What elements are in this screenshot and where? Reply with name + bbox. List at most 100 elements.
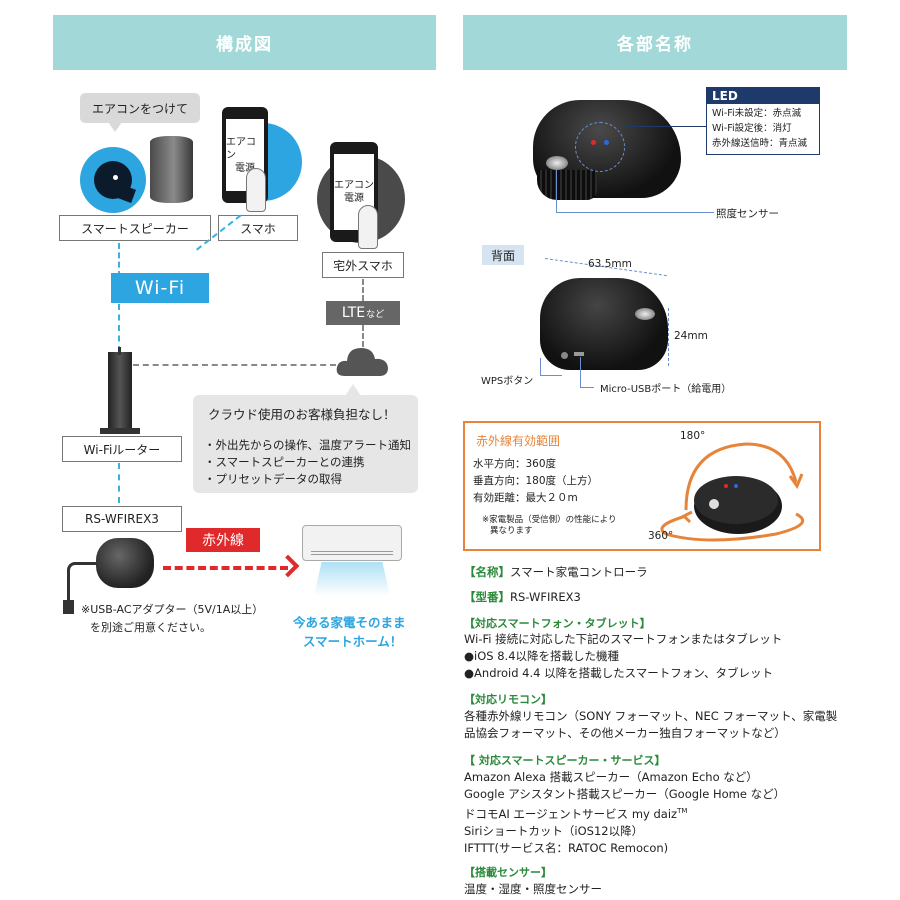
speaker-support-line: ドコモAI エージェントサービス my daiz [464,806,678,821]
spec-model-title: 【型番】 [464,590,510,604]
light-sensor-callout-line-h [556,212,714,213]
sensors-value: 温度・湿度・照度センサー [464,882,602,896]
router-label: Wi-Fiルーター [62,436,182,462]
led-callout-line [626,126,707,127]
smart-speaker-circle-icon [80,147,146,213]
ir-label-text: 赤外線 [202,533,244,549]
lte-label-text: LTE [341,305,366,321]
light-sensor-callout-line-v [556,170,557,212]
device-front-side [537,170,597,200]
device-model-label-text: RS-WFIREX3 [85,512,159,526]
led-blue-dot [604,140,609,145]
ir-range-line: 水平方向：360度 [473,458,557,470]
cloud-icon [336,348,388,376]
router-to-cloud-line [133,364,336,366]
cloud-info-box [193,395,418,493]
smart-speaker-cylinder-icon [150,136,193,203]
ir-range-note-line: ※家電製品（受信側）の性能により [482,515,617,525]
phone-support-title: 【対応スマートフォン・タブレット】 [464,617,651,630]
speaker-support-line-docomo: ドコモAI エージェントサービス my daizTM [464,803,785,823]
speaker-support-line: Siriショートカット（iOS12以降） [464,823,644,838]
lte-line-bottom [362,325,364,347]
remote-phone-icon: エアコン 電源 [330,142,378,242]
phone-support-line: ●Android 4.4 以降を搭載したスマートフォン、タブレット [464,666,774,680]
remote-phone-label: 宅外スマホ [322,252,404,278]
wps-button-dot [561,352,568,359]
usb-cable [67,562,101,602]
spec-name-value: スマート家電コントローラ [510,565,648,579]
remote-support-line: 各種赤外線リモコン（SONY フォーマット、NEC フォーマット、家電製 [464,709,838,723]
wifi-label-text: Wi-Fi [134,277,186,299]
router-label-text: Wi-Fiルーター [83,442,161,457]
back-label-text: 背面 [490,248,515,263]
remote-phone-screen-line1: エアコン [334,180,374,191]
cloud-info-title: クラウド使用のお客様負担なし！ [208,407,396,422]
router-to-device-line [118,463,120,503]
device-back-image [540,278,668,370]
smartphone-icon: エアコン 電源 [222,107,268,203]
ir-range-list: 水平方向：360度 垂直方向：180度（上方） 有効距離：最大２０m [473,456,598,507]
speech-bubble-text: エアコンをつけて [91,101,188,116]
height-dim-label: 24mm [674,330,708,342]
smart-speaker-label-text: スマートスピーカー [81,221,189,236]
finger-icon [246,168,266,212]
remote-support-list: 各種赤外線リモコン（SONY フォーマット、NEC フォーマット、家電製 品協会… [464,708,837,742]
led-red-dot [591,140,596,145]
ir-range-line: 有効距離：最大２０m [473,492,578,504]
cloud-info-item: ・外出先からの操作、温度アラート通知 [204,438,411,452]
cloud-info-item: ・スマートスピーカーとの連携 [204,455,365,469]
device-model-label: RS-WFIREX3 [62,506,182,532]
trademark-mark: TM [677,807,688,815]
ir-range-angle-top: 180° [680,430,706,442]
ir-arrow-head-icon [276,554,300,578]
remote-support-title: 【対応リモコン】 [464,693,552,706]
ir-label-box: 赤外線 [186,528,260,552]
led-info-line: Wi-Fi設定後：消灯 [712,123,792,134]
led-info-line: Wi-Fi未設定：赤点滅 [712,108,802,119]
cloud-info-tail [345,384,361,396]
ir-range-line: 垂直方向：180度（上方） [473,475,599,487]
part-names-header: 各部名称 [463,15,847,70]
smartphone-label: スマホ [218,215,298,241]
ir-range-angle-side: 360° [648,530,674,542]
cloud-info-list: ・外出先からの操作、温度アラート通知 ・スマートスピーカーとの連携 ・プリセット… [204,437,411,488]
usb-callout-line [580,357,581,387]
usb-callout-line-h [580,387,594,388]
ir-range-title: 赤外線有効範囲 [476,434,561,448]
back-label-box: 背面 [482,245,524,265]
speech-bubble: エアコンをつけて [80,93,200,123]
smartphone-label-text: スマホ [240,221,276,236]
width-dim-label: 63.5mm [588,258,632,270]
height-dim-line [668,308,669,366]
air-conditioner-icon [302,525,402,561]
speaker-support-line: Google アシスタント搭載スピーカー（Google Home など） [464,787,786,801]
phone-screen-line2: 電源 [235,162,255,174]
router-base [100,428,140,434]
wifi-label-box: Wi-Fi [111,273,209,303]
speaker-support-title: 【 対応スマートスピーカー・サービス】 [464,754,666,767]
led-info-line: 赤外線送信時：青点滅 [712,138,808,149]
adapter-note-line1: ※USB-ACアダプター（5V/1A以上） [81,603,264,616]
wifi-line-router [118,304,120,352]
router-antenna [118,347,121,355]
phone-support-line: ●iOS 8.4以降を搭載した機種 [464,649,620,663]
spec-model-row: 【型番】RS-WFIREX3 [464,589,581,605]
phone-support-line: Wi-Fi 接続に対応した下記のスマートフォンまたはタブレット [464,632,783,646]
config-diagram-header: 構成図 [53,15,436,70]
led-highlight-circle [575,122,625,172]
speaker-support-line: IFTTT(サービス名：RATOC Remocon) [464,840,669,855]
ir-arrow-line [163,566,288,570]
wps-callout-line [540,358,562,376]
smart-speaker-label: スマートスピーカー [59,215,211,241]
spec-name-row: 【名称】スマート家電コントローラ [464,564,648,580]
remote-phone-label-text: 宅外スマホ [333,258,393,273]
usb-label: Micro-USBポート（給電用） [600,384,732,395]
lte-line-top [362,279,364,301]
led-info-title: LED [707,88,819,104]
usb-port-slot [574,352,584,356]
usb-plug-icon [63,600,74,614]
spec-model-value: RS-WFIREX3 [510,590,581,604]
wifi-line-speaker [118,243,120,277]
light-sensor-label: 照度センサー [716,208,779,220]
